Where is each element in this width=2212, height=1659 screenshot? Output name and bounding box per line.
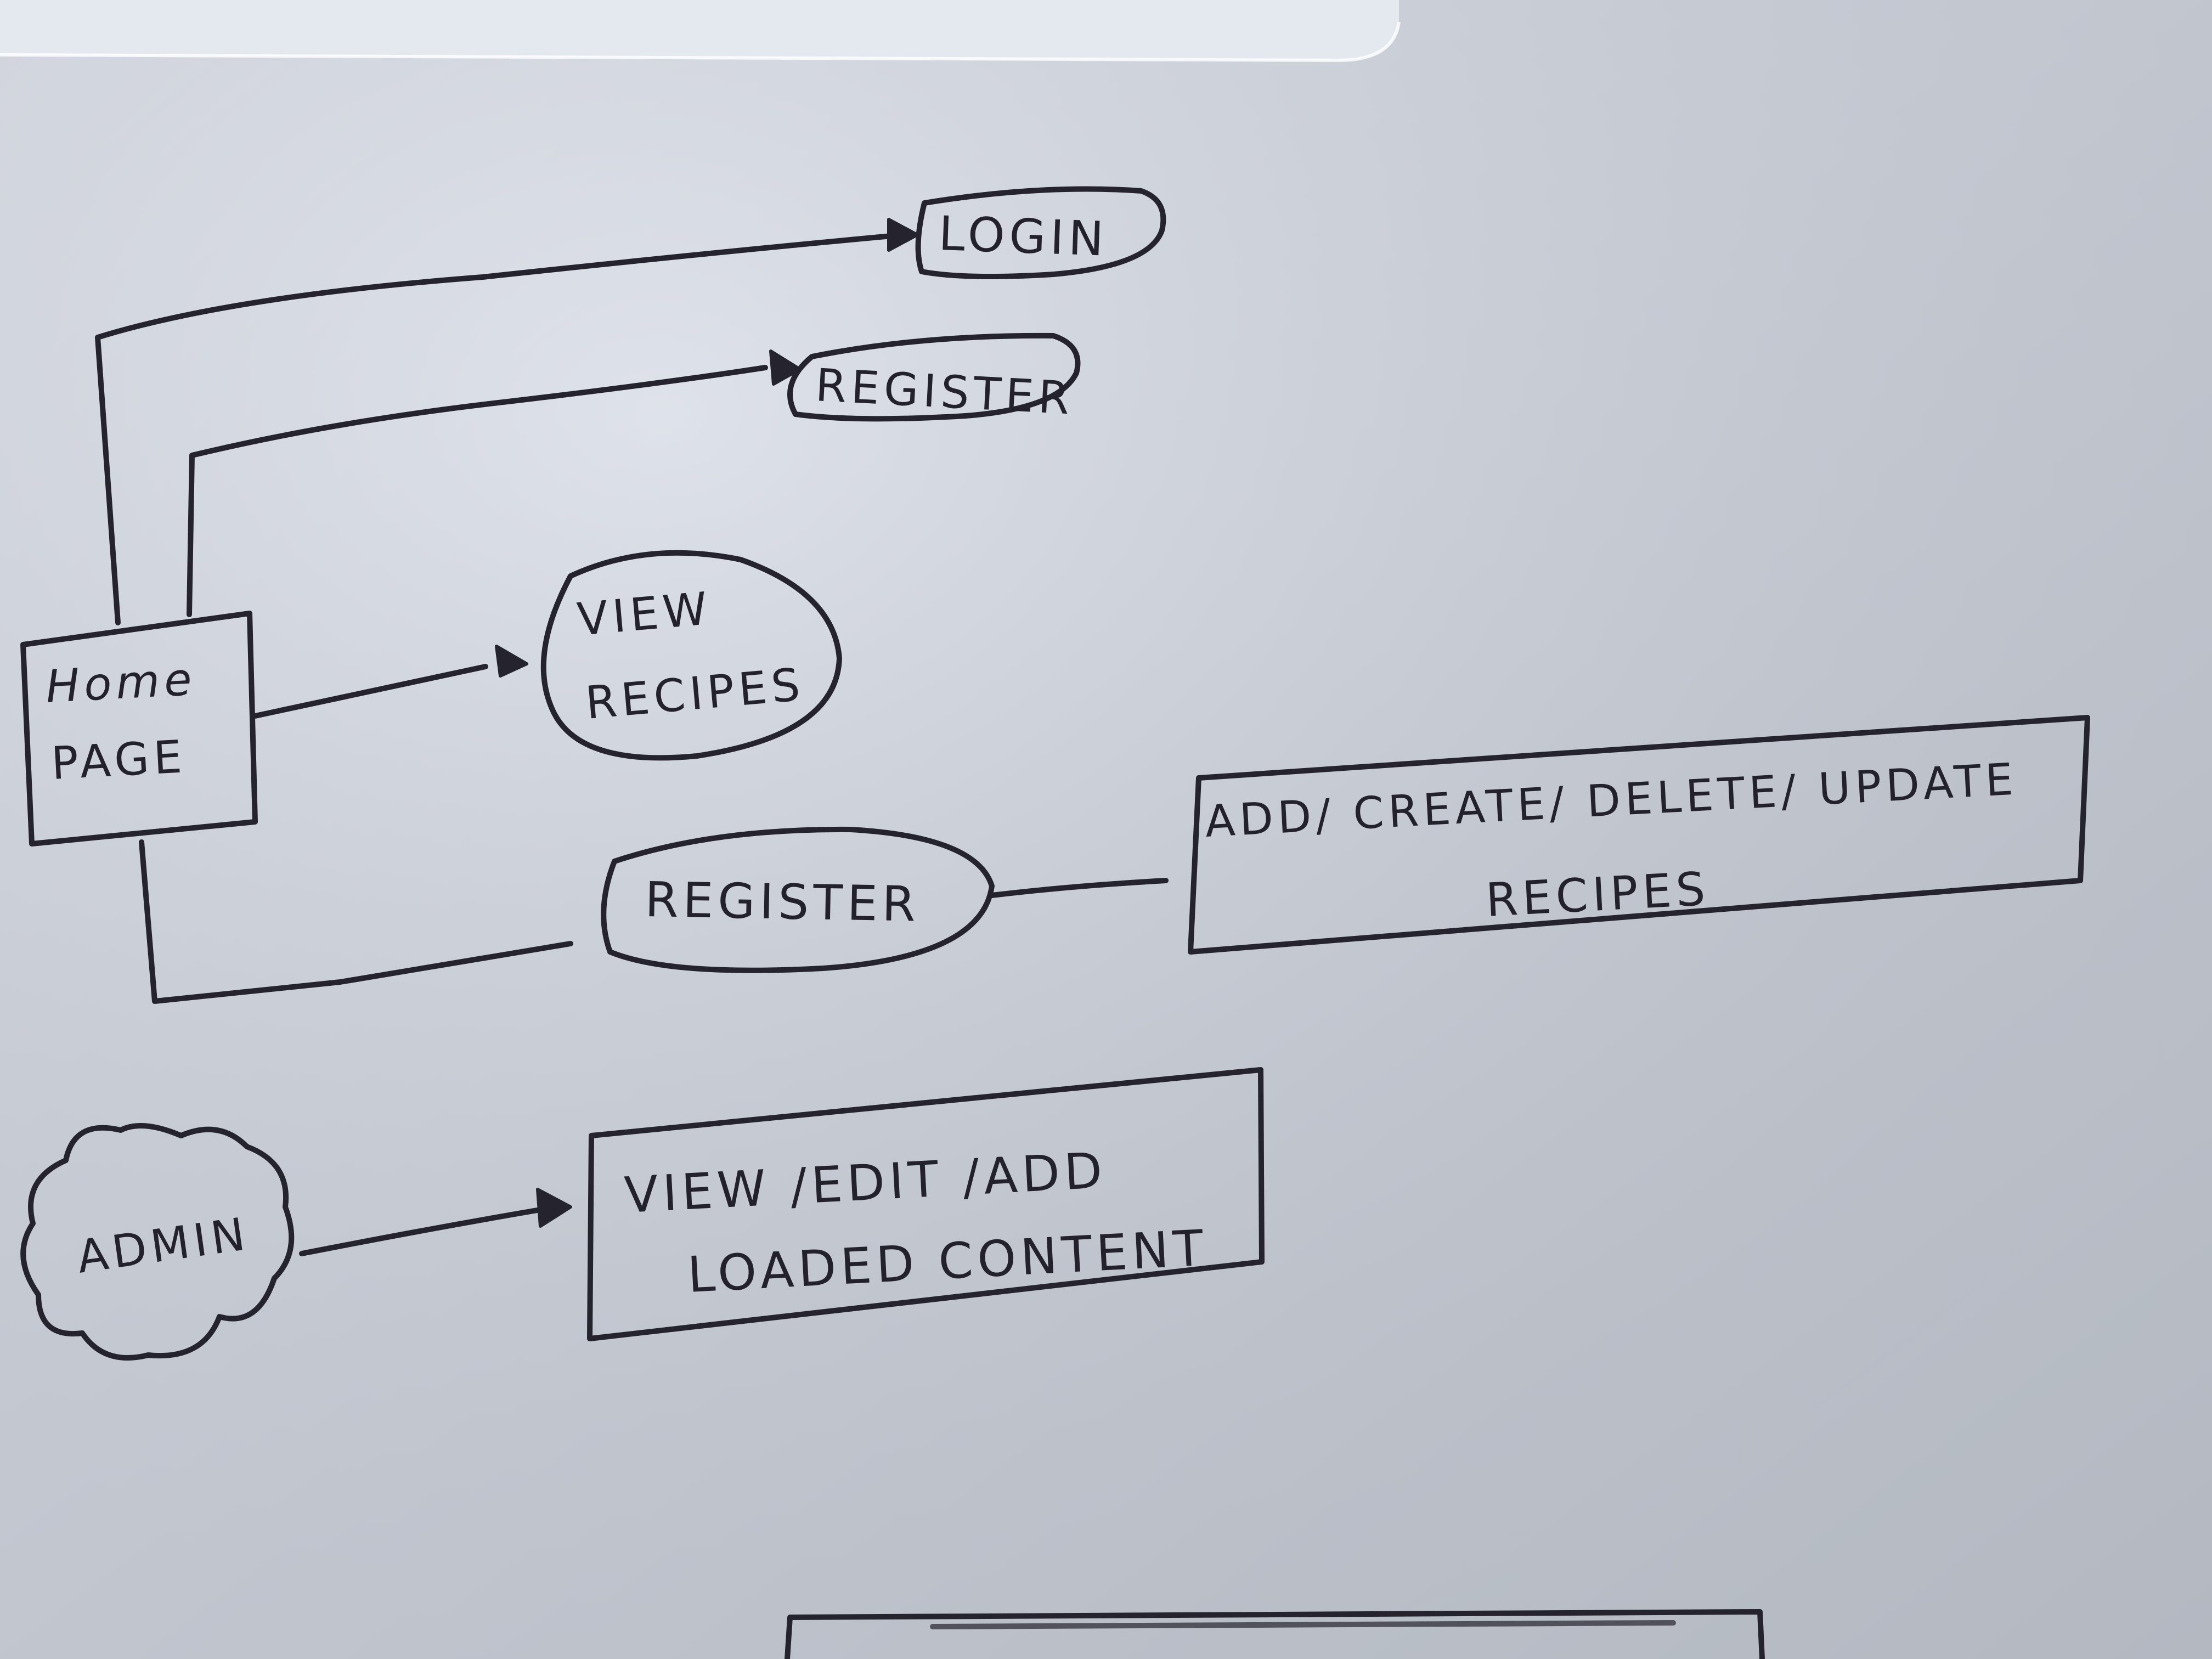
arrow-head-view-recipes-icon [495, 645, 528, 678]
view-line1-label: VIEW [575, 583, 714, 646]
arrow-admin-to-edit [299, 1207, 543, 1256]
arrow-head-login-icon [887, 218, 919, 252]
arrow-head-register-top-icon [769, 349, 802, 386]
arrow-home-to-register-top [187, 365, 768, 617]
register-mid-node-label: REGISTER [645, 871, 921, 933]
register-mid-node-shape [601, 826, 995, 973]
login-node-label: LOGIN [938, 206, 1109, 267]
arrow-home-to-login [95, 233, 894, 625]
admin-node-shape [20, 1123, 295, 1361]
home-line1-label: Home [44, 653, 198, 713]
view-recipes-node-shape [540, 550, 842, 761]
arrow-home-to-view-recipes [252, 664, 488, 719]
crud-line2-label: RECIPES [1485, 862, 1711, 927]
crud-node-shape [1188, 715, 2090, 955]
register-top-node-shape [787, 332, 1081, 422]
partial-bottom-box-inner-stroke [930, 1620, 1676, 1629]
partial-bottom-box-shape [785, 1609, 1765, 1659]
admin-box-node-shape [587, 1067, 1265, 1341]
login-node-shape [915, 186, 1166, 279]
line-home-to-register-mid [139, 839, 573, 1004]
line-register-to-crud [989, 878, 1169, 898]
top-paper-edge-line [0, 21, 1401, 63]
top-paper-edge [0, 0, 1399, 60]
home-page-node-shape [20, 611, 258, 847]
arrow-head-admin-box-icon [536, 1188, 572, 1228]
home-line2-label: PAGE [50, 731, 188, 790]
